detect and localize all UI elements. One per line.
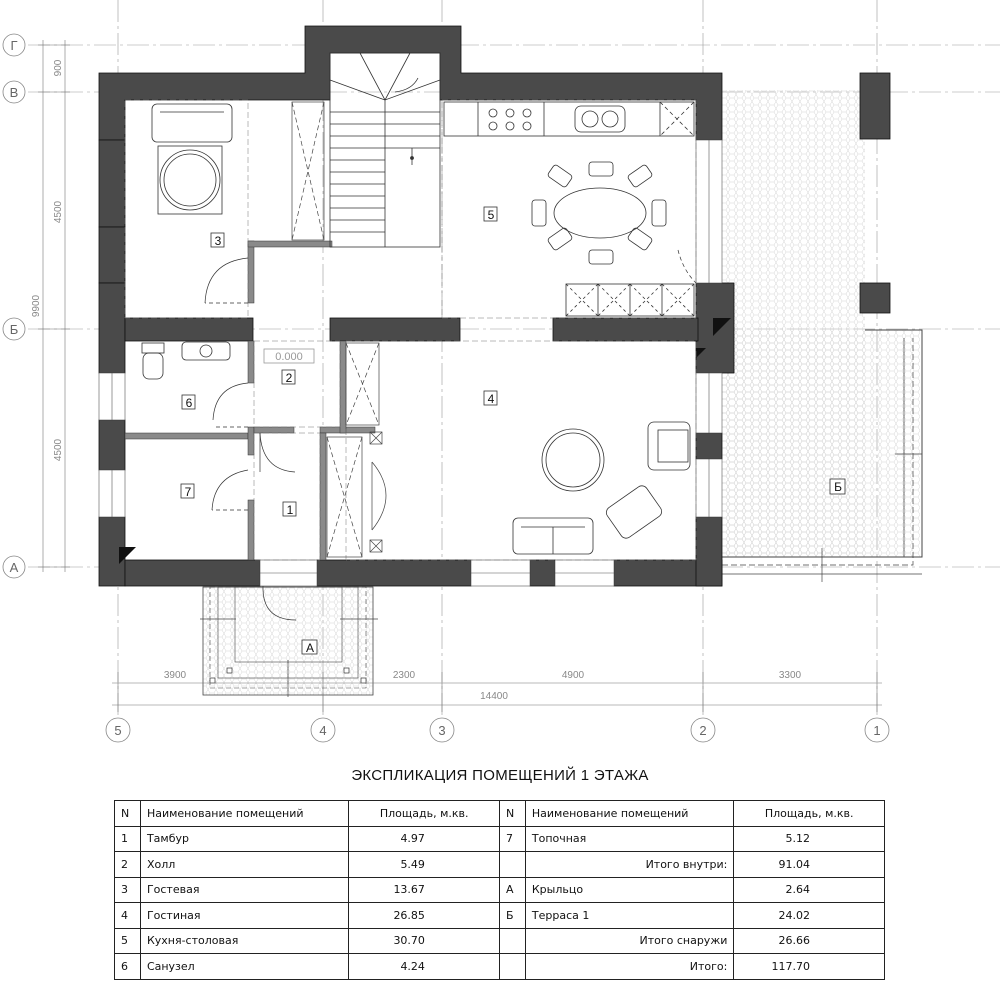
table-row: 5 Кухня-столовая 30.70 Итого снаружи 26.…	[114, 927, 885, 954]
bathroom-fixtures	[141, 341, 231, 380]
room-area: 4.24	[348, 953, 500, 980]
guest-room-furniture	[151, 103, 233, 215]
room-n: 6	[114, 953, 141, 980]
room-name: Кухня-столовая	[139, 927, 350, 954]
dim-total-vertical: 9900	[31, 294, 42, 317]
room-number-2: 2	[286, 371, 293, 385]
kitchen-furniture	[443, 101, 695, 317]
table-row: 2 Холл 5.49 Итого внутри: 91.04	[114, 851, 885, 878]
room-number-7: 7	[185, 485, 192, 499]
room-n	[498, 927, 526, 954]
room-name: Терраса 1	[524, 902, 735, 929]
room-area: 2.64	[733, 876, 885, 903]
explication-title: ЭКСПЛИКАЦИЯ ПОМЕЩЕНИЙ 1 ЭТАЖА	[351, 767, 649, 784]
wardrobes	[291, 101, 387, 558]
header-name: Наименование помещений	[139, 800, 350, 827]
header-name: Наименование помещений	[524, 800, 735, 827]
terrace-label: Б	[834, 480, 842, 494]
explication-table: N Наименование помещений Площадь, м.кв. …	[114, 800, 885, 980]
windows	[98, 139, 723, 587]
room-n: Б	[498, 902, 526, 929]
summary-area: 91.04	[733, 851, 885, 878]
summary-label: Итого:	[524, 953, 735, 980]
header-area: Площадь, м.кв.	[348, 800, 500, 827]
dim-900: 900	[53, 59, 64, 76]
terrace-b	[722, 90, 923, 582]
porch-label: А	[306, 641, 314, 655]
summary-area: 26.66	[733, 927, 885, 954]
room-name: Крыльцо	[524, 876, 735, 903]
header-n: N	[498, 800, 526, 827]
room-n: 7	[498, 825, 526, 852]
exterior-walls	[98, 25, 891, 587]
table-row: 6 Санузел 4.24 Итого: 117.70	[114, 953, 885, 980]
axis-label-b: Б	[10, 322, 19, 337]
axis-label-5: 5	[114, 723, 121, 738]
room-number-3: 3	[215, 234, 222, 248]
floor-plan: 3 2 1 4 5 6 7 Б А 0.000 3900 2300 4900 3…	[2, 0, 1000, 743]
room-name: Тамбур	[139, 825, 350, 852]
room-number-4: 4	[488, 392, 495, 406]
table-row: 1 Тамбур 4.97 7 Топочная 5.12	[114, 825, 885, 852]
axis-label-g: Г	[10, 38, 17, 53]
axis-label-3: 3	[438, 723, 445, 738]
dim-3300: 3300	[779, 670, 802, 681]
room-area: 26.85	[348, 902, 500, 929]
room-area: 5.49	[348, 851, 500, 878]
room-area: 13.67	[348, 876, 500, 903]
room-area: 4.97	[348, 825, 500, 852]
axis-markers	[2, 33, 890, 743]
header-area: Площадь, м.кв.	[733, 800, 885, 827]
room-area: 30.70	[348, 927, 500, 954]
room-n: 1	[114, 825, 141, 852]
axis-label-v: В	[10, 85, 19, 100]
room-number-1: 1	[287, 503, 294, 517]
dimension-lines	[38, 40, 882, 712]
dim-4500-top: 4500	[53, 200, 64, 223]
summary-label: Итого внутри:	[524, 851, 735, 878]
room-name: Гостиная	[139, 902, 350, 929]
room-number-boxes	[180, 206, 846, 655]
room-name: Гостевая	[139, 876, 350, 903]
room-area: 5.12	[733, 825, 885, 852]
room-name: Санузел	[139, 953, 350, 980]
dim-3900: 3900	[164, 670, 187, 681]
room-name: Топочная	[524, 825, 735, 852]
doors	[204, 249, 697, 621]
porch-a	[200, 586, 378, 697]
axis-label-1: 1	[873, 723, 880, 738]
room-name: Холл	[139, 851, 350, 878]
room-n	[498, 851, 526, 878]
dim-total-horizontal: 14400	[480, 691, 508, 702]
axis-label-4: 4	[319, 723, 326, 738]
room-n	[498, 953, 526, 980]
stairs	[329, 52, 441, 248]
living-room-furniture	[512, 421, 691, 555]
level-mark: 0.000	[275, 351, 303, 363]
room-n: 2	[114, 851, 141, 878]
room-n: 5	[114, 927, 141, 954]
interior-partitions	[124, 240, 376, 561]
table-row: 3 Гостевая 13.67 А Крыльцо 2.64	[114, 876, 885, 903]
summary-label: Итого снаружи	[524, 927, 735, 954]
summary-area: 117.70	[733, 953, 885, 980]
axis-label-a: А	[10, 560, 19, 575]
room-n: 3	[114, 876, 141, 903]
dim-4900: 4900	[562, 670, 585, 681]
room-n: 4	[114, 902, 141, 929]
axis-label-2: 2	[699, 723, 706, 738]
table-row: 4 Гостиная 26.85 Б Терраса 1 24.02	[114, 902, 885, 929]
room-number-6: 6	[186, 396, 193, 410]
dim-4500-bottom: 4500	[53, 438, 64, 461]
table-header-row: N Наименование помещений Площадь, м.кв. …	[114, 800, 885, 827]
dim-2300: 2300	[393, 670, 416, 681]
header-n: N	[114, 800, 141, 827]
room-number-5: 5	[488, 208, 495, 222]
room-area: 24.02	[733, 902, 885, 929]
room-n: А	[498, 876, 526, 903]
